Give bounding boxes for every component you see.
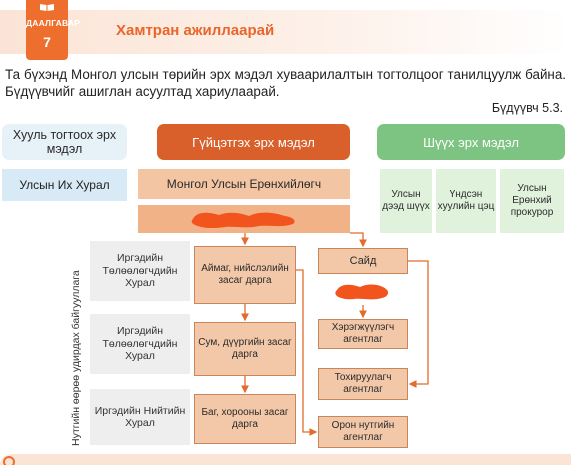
footer-band bbox=[0, 454, 571, 465]
instruction-text: Та бүхэнд Монгол улсын төрийн эрх мэдэл … bbox=[5, 67, 566, 99]
prosecutor-general-box: Улсын Ерөнхий прокурор bbox=[500, 169, 564, 233]
supreme-court-box: Улсын дээд шүүх bbox=[380, 169, 432, 233]
legislative-heading: Хууль тогтоох эрх мэдэл bbox=[2, 124, 127, 160]
redaction-mark bbox=[191, 212, 295, 229]
judicial-heading: Шүүх эрх мэдэл bbox=[377, 124, 565, 160]
bag-governor-box: Баг, хорооны засаг дарга bbox=[194, 394, 296, 444]
badge-word: ДААЛГАВАР bbox=[26, 18, 81, 28]
president-box: Монгол Улсын Ерөнхийлөгч bbox=[138, 169, 350, 199]
aimag-governor-box: Аймаг, нийслэлийн засаг дарга bbox=[194, 246, 296, 304]
parliament-box: Улсын Их Хурал bbox=[2, 169, 127, 201]
executive-heading: Гүйцэтгэх эрх мэдэл bbox=[157, 124, 350, 160]
regulatory-agency-box: Тохируулагч агентлаг bbox=[318, 368, 408, 400]
council-box-3: Иргэдийн Нийтийн Хурал bbox=[90, 389, 190, 445]
task-title: Хамтран ажиллаарай bbox=[116, 22, 275, 39]
redaction-mark-2 bbox=[335, 284, 389, 300]
council-box-2: Иргэдийн Төлөөлөгчдийн Хурал bbox=[90, 314, 190, 374]
minister-box: Сайд bbox=[318, 248, 408, 274]
local-agency-box: Орон нутгийн агентлаг bbox=[318, 416, 408, 448]
badge-number: 7 bbox=[43, 34, 51, 50]
figure-label: Бүдүүвч 5.3. bbox=[491, 101, 563, 115]
header-band bbox=[0, 10, 571, 54]
book-icon bbox=[40, 4, 54, 11]
ministry-redaction bbox=[322, 277, 402, 305]
soum-governor-box: Сум, дүүргийн засаг дарга bbox=[194, 322, 296, 376]
redacted-box bbox=[138, 205, 350, 233]
council-box-1: Иргэдийн Төлөөлөгчдийн Хурал bbox=[90, 241, 190, 301]
task-badge: ДААЛГАВАР 7 bbox=[26, 0, 81, 60]
constitutional-court-box: Үндсэн хуулийн цэц bbox=[436, 169, 496, 233]
implementing-agency-box: Хэрэгжүүлэгч агентлаг bbox=[318, 319, 408, 349]
